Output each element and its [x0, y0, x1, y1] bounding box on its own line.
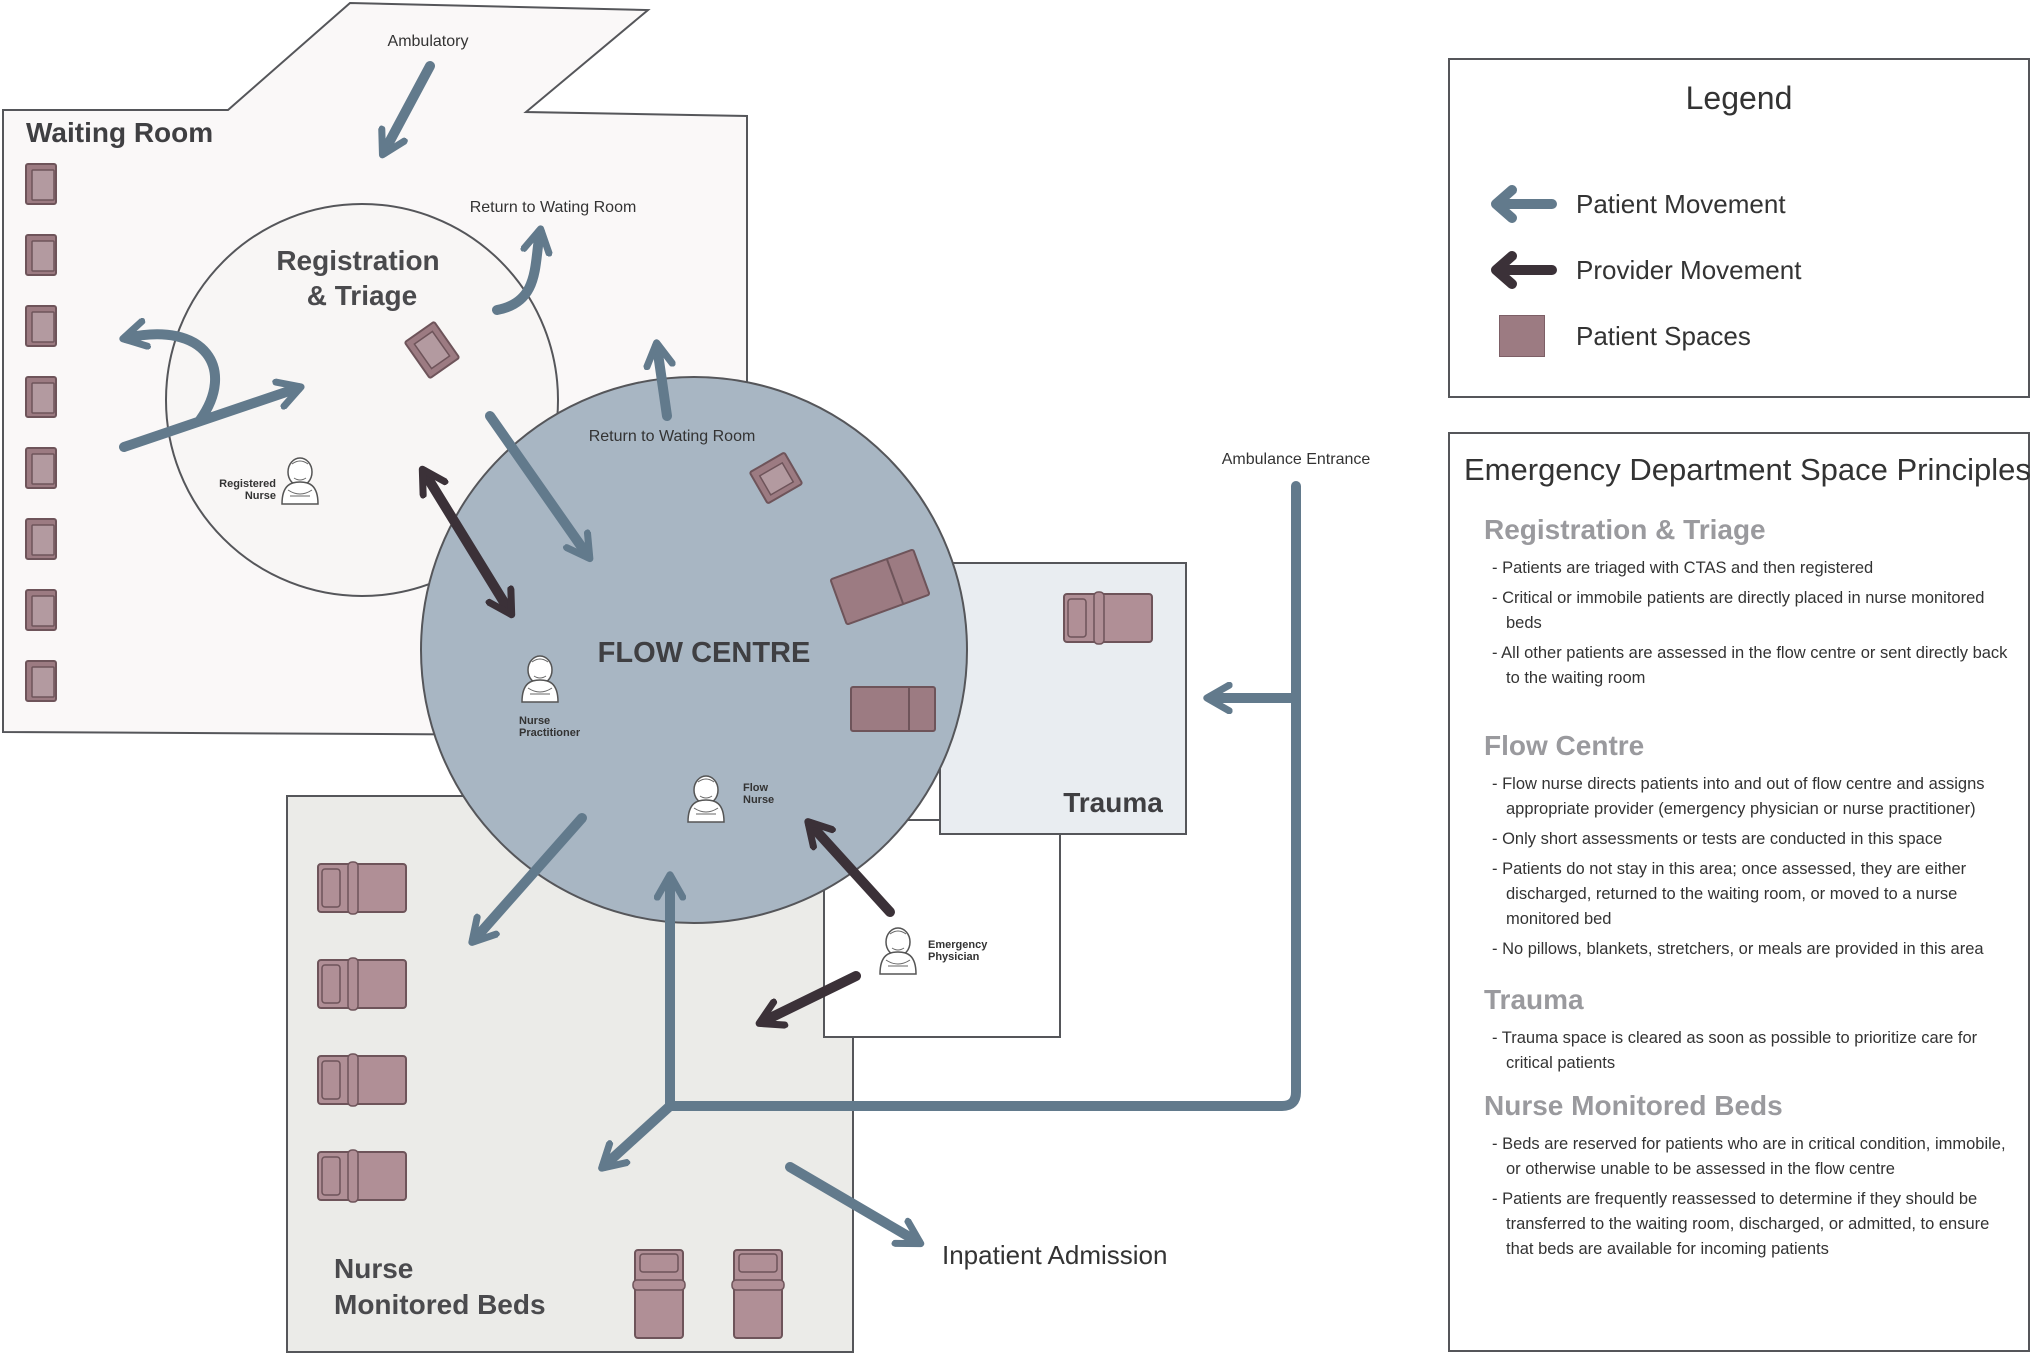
triage-chair [404, 321, 460, 379]
flow-return-waiting-arrow [657, 346, 667, 421]
return-waiting-room-label: Return to Wating Room [589, 428, 756, 445]
ambulatory-label: Ambulatory [388, 33, 469, 50]
principle-bullet: - Trauma space is cleared as soon as pos… [1492, 1029, 1978, 1072]
flow-nurse-label: Nurse [743, 794, 774, 806]
nurse-practitioner-label: Nurse [519, 715, 550, 727]
floor-plan-diagram: Waiting Room Ambulatory Registration & T… [2, 1, 1371, 1353]
trauma-label: Trauma [1063, 787, 1163, 818]
principle-bullet: - Patients are triaged with CTAS and the… [1492, 559, 1874, 577]
registration-label-line1: Registration [276, 245, 439, 276]
flow-centre-exam-table [850, 686, 936, 732]
principle-bullet: - No pillows, blankets, stretchers, or m… [1492, 940, 1984, 958]
principle-bullet: - Patients are frequently reassessed to … [1492, 1190, 1990, 1258]
flow-centre-chair [749, 452, 803, 504]
nurse-practitioner-movement-arrow [424, 472, 510, 612]
legend-panel: Legend Patient Movement Provider Movemen… [1448, 58, 2030, 398]
triage-uturn-arrow [126, 334, 221, 425]
monitored-bed [317, 957, 407, 1011]
emergency-physician-label: Emergency [928, 939, 988, 951]
principle-bullet: - Flow nurse directs patients into and o… [1492, 775, 1985, 818]
monitored-bed [731, 1249, 785, 1339]
nurse-beds-label-line2: Monitored Beds [334, 1289, 546, 1320]
registered-nurse-label: Nurse [245, 490, 276, 502]
principles-section-registration: Registration & Triage - Patients are tri… [1484, 514, 2010, 696]
patient-space-swatch-icon [1499, 315, 1545, 357]
flow-to-beds-arrow [474, 813, 587, 940]
ambulance-route-arrow [670, 481, 1301, 1111]
principle-bullet: - Critical or immobile patients are dire… [1492, 589, 1985, 632]
patient-chair [25, 660, 57, 702]
patient-chair [25, 518, 57, 560]
section-heading: Trauma [1484, 984, 1584, 1015]
inpatient-admission-label: Inpatient Admission [942, 1240, 1167, 1270]
principles-section-flow-centre: Flow Centre - Flow nurse directs patient… [1484, 730, 2010, 967]
patient-chair [25, 305, 57, 347]
flow-centre-label: FLOW CENTRE [598, 637, 811, 669]
flow-nurse-label: Flow [743, 782, 768, 794]
monitored-bed [317, 861, 407, 915]
triage-to-flow-arrow [485, 411, 588, 556]
principle-bullet: - All other patients are assessed in the… [1492, 644, 2008, 687]
principle-bullet: - Patients do not stay in this area; onc… [1492, 860, 1967, 928]
legend-item-patient-movement: Patient Movement [1486, 178, 1786, 230]
patient-chair [25, 589, 57, 631]
patient-chair [25, 447, 57, 489]
nurse-beds-label-line1: Nurse [334, 1253, 413, 1284]
section-heading: Flow Centre [1484, 730, 1645, 761]
physician-to-beds-arrow [762, 971, 861, 1022]
ambulatory-entry-arrow [384, 61, 435, 152]
principle-bullet: - Beds are reserved for patients who are… [1492, 1135, 2006, 1178]
patient-chair [25, 376, 57, 418]
monitored-bed [632, 1249, 686, 1339]
legend-item-provider-movement: Provider Movement [1486, 244, 1801, 296]
triage-entry-arrow [119, 388, 298, 452]
waiting-room-label: Waiting Room [26, 117, 213, 148]
principles-panel: Emergency Department Space Principles Re… [1448, 432, 2031, 1352]
legend-item-patient-spaces: Patient Spaces [1486, 310, 1751, 362]
section-heading: Registration & Triage [1484, 514, 1766, 545]
registration-label-line2: & Triage [307, 280, 417, 311]
principle-bullet: - Only short assessments or tests are co… [1492, 830, 1943, 848]
trauma-bed [1063, 591, 1153, 645]
principles-section-trauma: Trauma - Trauma space is cleared as soon… [1484, 984, 2010, 1081]
triage-return-arrow [492, 232, 540, 315]
patient-arrow-icon [1486, 178, 1558, 230]
legend-label: Patient Spaces [1576, 320, 1751, 351]
inpatient-admission-arrow [785, 1162, 918, 1242]
physician-to-flow-arrow [810, 824, 895, 917]
emergency-physician-room [823, 819, 1061, 1038]
patient-chair [25, 234, 57, 276]
provider-arrow-icon [1486, 244, 1558, 296]
patient-chair [25, 163, 57, 205]
flow-centre-exam-table [830, 548, 930, 626]
ambulance-entrance-label: Ambulance Entrance [1222, 451, 1371, 468]
nurse-practitioner-label: Practitioner [519, 727, 581, 739]
principles-title: Emergency Department Space Principles [1464, 452, 2031, 487]
legend-label: Patient Movement [1576, 188, 1786, 219]
return-waiting-room-label: Return to Wating Room [470, 199, 637, 216]
principles-section-nurse-beds: Nurse Monitored Beds - Beds are reserved… [1484, 1090, 2010, 1267]
registered-nurse-label: Registered [219, 478, 276, 490]
section-heading: Nurse Monitored Beds [1484, 1090, 1783, 1121]
monitored-bed [317, 1053, 407, 1107]
legend-label: Provider Movement [1576, 254, 1802, 285]
emergency-physician-label: Physician [928, 951, 980, 963]
junction-to-beds-arrow [604, 1101, 675, 1166]
monitored-bed [317, 1149, 407, 1203]
legend-title: Legend [1685, 80, 1793, 116]
